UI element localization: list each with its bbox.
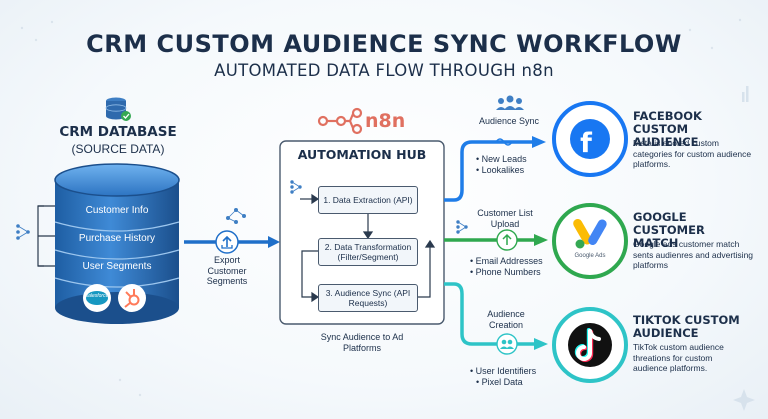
- flow-label-audience-sync: Audience Sync: [478, 116, 540, 126]
- platform-desc-google: Google ads customer match sents audienre…: [633, 239, 754, 270]
- upload-icon-google: [502, 233, 512, 245]
- flow-item-email: • Email Addresses: [470, 256, 543, 266]
- flow-item-pixel-data: • Pixel Data: [476, 377, 523, 387]
- hubspot-logo: [118, 284, 146, 312]
- segment-user-segments: User Segments: [82, 261, 152, 272]
- facebook-icon: [570, 119, 610, 159]
- network-icon-left: [16, 224, 30, 240]
- page-title: CRM CUSTOM AUDIENCE SYNC WORKFLOW: [86, 30, 682, 58]
- loop-icon: [495, 138, 513, 146]
- google-ads-icon-text: Google Ads: [574, 253, 606, 259]
- people-icon-creation: [500, 339, 514, 349]
- segment-customer-info: Customer Info: [85, 205, 149, 216]
- flow-label-customer-list: Customer List Upload: [477, 208, 533, 229]
- flow-item-user-identifiers: • User Identifiers: [470, 366, 537, 376]
- step-data-transformation: 2. Data Transformation (Filter/Segment): [318, 238, 418, 266]
- page-subtitle: AUTOMATED DATA FLOW THROUGH n8n: [214, 61, 554, 80]
- segment-bracket: [37, 205, 55, 267]
- platform-desc-facebook: Meta is enored custom categories for cus…: [633, 138, 752, 169]
- network-icon-google: [456, 220, 468, 234]
- salesforce-logo-text: salesforce: [85, 293, 109, 299]
- platform-desc-tiktok: TikTok custom audience threations for cu…: [633, 342, 724, 373]
- network-icon-export: [226, 208, 246, 224]
- platform-name-facebook: FACEBOOK CUSTOM AUDIENCE: [633, 109, 702, 149]
- network-icon-hub: [290, 180, 302, 194]
- hub-caption: Sync Audience to Ad Platforms: [320, 332, 404, 353]
- platform-name-tiktok: TIKTOK CUSTOM AUDIENCE: [633, 313, 740, 340]
- people-icon-audience-sync: [496, 95, 524, 110]
- crm-title: CRM DATABASE: [59, 124, 177, 140]
- step-data-extraction: 1. Data Extraction (API): [318, 186, 418, 214]
- flow-label-audience-creation: Audience Creation: [487, 309, 525, 330]
- flow-line-tiktok: [444, 282, 534, 346]
- sparkle-icon: [733, 389, 755, 411]
- segment-purchase-history: Purchase History: [78, 233, 156, 244]
- background-dots: [20, 18, 742, 397]
- google-ads-icon: [573, 219, 607, 249]
- hub-title: AUTOMATION HUB: [297, 147, 427, 162]
- svg-text:f: f: [580, 128, 592, 159]
- crm-cylinder: [54, 163, 180, 324]
- hub-flow-lines: [300, 193, 436, 303]
- database-icon: [105, 97, 131, 121]
- bar-decoration: [742, 86, 749, 102]
- flow-line-facebook: [444, 140, 532, 202]
- hubspot-icon: [124, 289, 140, 308]
- crm-subtitle: (SOURCE DATA): [71, 142, 165, 156]
- n8n-logo-mark: [317, 107, 363, 135]
- n8n-logo-text: n8n: [365, 110, 406, 132]
- export-arrowhead: [268, 236, 280, 248]
- platform-name-google: GOOGLE CUSTOMER MATCH: [633, 210, 705, 250]
- step-audience-sync: 3. Audience Sync (API Requests): [318, 284, 418, 312]
- flow-item-phone: • Phone Numbers: [470, 267, 541, 277]
- export-label: Export Customer Segments: [206, 255, 248, 286]
- flow-item-new-leads: • New Leads: [476, 154, 527, 164]
- flow-item-lookalikes: • Lookalikes: [476, 165, 525, 175]
